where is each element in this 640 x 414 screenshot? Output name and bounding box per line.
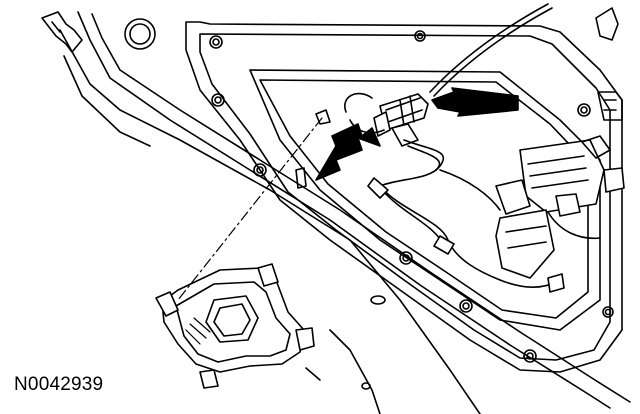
right-edge-hardware	[596, 8, 622, 120]
door-outer-skin	[60, 12, 630, 414]
leader-line	[178, 118, 322, 300]
window-motor-module	[496, 136, 624, 278]
wiring-harness	[368, 140, 564, 292]
plug-hole	[125, 19, 155, 49]
lower-panel-lines	[306, 330, 380, 414]
window-cable	[430, 4, 552, 96]
clip-marker	[296, 110, 330, 188]
figure-id-label: N0042939	[14, 374, 104, 395]
fastener-holes	[210, 31, 613, 362]
upper-left-bracket	[42, 12, 150, 146]
removed-bracket-part	[156, 264, 314, 388]
electrical-connector	[345, 94, 428, 146]
arrow-callout-icon	[316, 124, 380, 180]
arrow-callout-icon	[432, 88, 518, 116]
callout-arrows	[316, 88, 518, 180]
